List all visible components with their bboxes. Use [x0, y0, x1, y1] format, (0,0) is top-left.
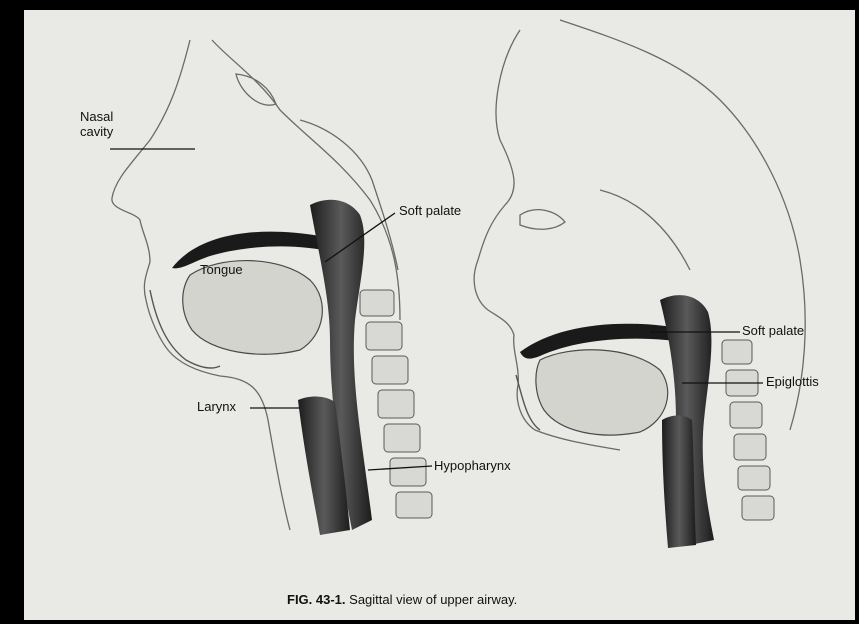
left-spine — [360, 290, 432, 518]
label-epiglottis: Epiglottis — [766, 375, 819, 389]
figure-caption: FIG. 43-1. Sagittal view of upper airway… — [287, 592, 517, 607]
right-tongue — [536, 350, 668, 435]
label-tongue: Tongue — [200, 263, 243, 277]
right-spine — [722, 340, 774, 520]
label-soft-palate-left: Soft palate — [399, 204, 461, 218]
label-larynx: Larynx — [197, 400, 236, 414]
label-hypopharynx: Hypopharynx — [434, 459, 511, 473]
label-soft-palate-right: Soft palate — [742, 324, 804, 338]
figure-number: FIG. 43-1. — [287, 592, 346, 607]
figure-caption-text: Sagittal view of upper airway. — [349, 592, 517, 607]
label-nasal-cavity-line1: Nasal — [80, 110, 113, 124]
label-nasal-cavity-line2: cavity — [80, 125, 113, 139]
